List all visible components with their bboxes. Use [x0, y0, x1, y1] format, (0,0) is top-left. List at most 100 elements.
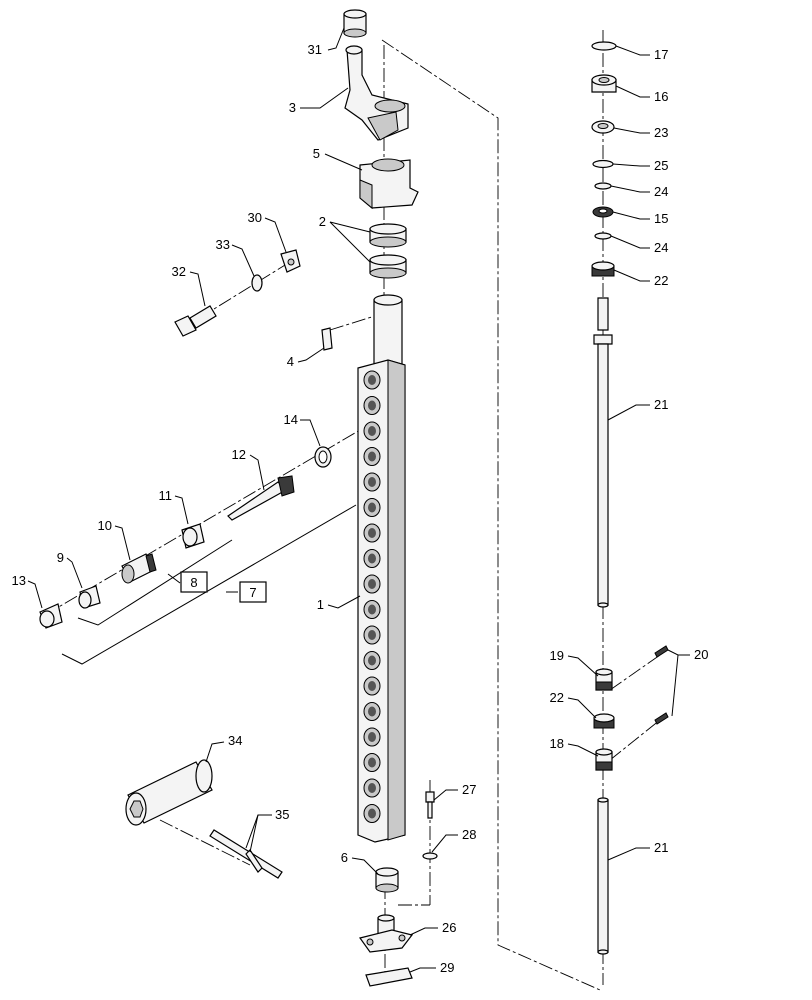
part-22b-bearing — [593, 713, 615, 729]
callout-29: 29 — [440, 960, 454, 975]
callout-21b: 21 — [654, 840, 668, 855]
port-hole-center — [368, 426, 376, 436]
callout-18: 18 — [550, 736, 564, 751]
callout-16: 16 — [654, 89, 668, 104]
manifold-ports — [363, 370, 381, 823]
callout-11: 11 — [159, 488, 173, 503]
callout-13: 13 — [12, 573, 26, 588]
callout-2: 2 — [319, 214, 326, 229]
part-24b-washer — [594, 232, 612, 240]
callout-1: 1 — [317, 597, 324, 612]
callout-24a: 24 — [654, 184, 668, 199]
callout-labels: 31 3 5 2 30 33 32 4 14 12 11 10 9 13 8 7… — [12, 42, 709, 975]
port-hole-center — [368, 477, 376, 487]
part-11-cap — [181, 523, 205, 549]
port-hole-center — [368, 604, 376, 615]
callout-28: 28 — [462, 827, 476, 842]
port-hole-center — [368, 757, 376, 768]
callout-20: 20 — [694, 647, 708, 662]
part-2-rings — [369, 223, 407, 279]
part-35-t-handle — [209, 829, 283, 879]
port-hole-center — [368, 400, 376, 411]
port-hole-center — [368, 451, 376, 462]
part-31-bushing — [343, 9, 367, 38]
part-25-ring — [592, 159, 614, 169]
part-13-cap — [39, 603, 63, 629]
part-29-plate — [365, 967, 413, 987]
part-23-seal — [591, 120, 615, 134]
callout-14: 14 — [284, 412, 298, 427]
part-28-washer — [422, 852, 438, 860]
callout-7: 7 — [249, 585, 256, 600]
callout-23: 23 — [654, 125, 668, 140]
callout-26: 26 — [442, 920, 456, 935]
callout-10: 10 — [98, 518, 112, 533]
callout-25: 25 — [654, 158, 668, 173]
callout-5: 5 — [313, 146, 320, 161]
port-hole-center — [368, 706, 376, 717]
callout-35: 35 — [275, 807, 289, 822]
part-26-flange — [358, 914, 414, 953]
callout-22b: 22 — [550, 690, 564, 705]
part-10-fitting — [121, 553, 157, 584]
callout-27: 27 — [462, 782, 476, 797]
port-hole-center — [368, 808, 376, 819]
callout-33: 33 — [216, 237, 230, 252]
part-33-washer — [251, 274, 263, 292]
part-15-seal — [592, 206, 614, 218]
callout-19: 19 — [550, 648, 564, 663]
port-hole-center — [368, 528, 376, 538]
callout-4: 4 — [287, 354, 294, 369]
part-6-bushing — [375, 867, 399, 893]
callout-12: 12 — [232, 447, 246, 462]
callout-21a: 21 — [654, 397, 668, 412]
port-hole-center — [368, 681, 376, 691]
part-32-bolt — [174, 305, 217, 337]
part-17-snap-ring — [591, 41, 617, 51]
port-hole-center — [368, 579, 376, 589]
leader-lines — [27, 27, 690, 973]
part-27-screw — [425, 791, 435, 819]
callout-8-box — [180, 571, 208, 593]
port-hole-center — [368, 502, 376, 513]
callout-24b: 24 — [654, 240, 668, 255]
port-hole-center — [368, 732, 376, 742]
part-22a-bearing — [591, 261, 615, 277]
part-9-cap — [78, 585, 101, 609]
part-14-oring — [314, 446, 332, 468]
part-1-manifold-column — [357, 294, 406, 843]
callout-7-box — [239, 581, 267, 603]
part-18-coupler — [595, 748, 613, 771]
callout-32: 32 — [172, 264, 186, 279]
callout-22a: 22 — [654, 273, 668, 288]
callout-8: 8 — [190, 575, 197, 590]
callout-9: 9 — [57, 550, 64, 565]
part-20-pins — [654, 645, 669, 725]
part-34-socket — [125, 759, 213, 826]
callout-6: 6 — [341, 850, 348, 865]
part-30-clip — [280, 249, 301, 273]
part-21a-shaft — [593, 297, 613, 608]
part-3-arm — [344, 45, 409, 141]
part-5-block — [359, 158, 419, 210]
callout-17: 17 — [654, 47, 668, 62]
part-24a-washer — [594, 182, 612, 190]
part-4-key — [321, 327, 333, 351]
callout-15: 15 — [654, 211, 668, 226]
callout-31: 31 — [308, 42, 322, 57]
callout-30: 30 — [248, 210, 262, 225]
port-hole-center — [368, 630, 376, 640]
part-19-coupler — [595, 668, 613, 691]
port-hole-center — [368, 553, 376, 564]
part-21b-shaft — [597, 797, 609, 955]
centerlines — [44, 30, 661, 991]
group-brackets — [61, 504, 357, 665]
part-12-nozzle — [227, 475, 295, 521]
port-hole-center — [368, 783, 376, 793]
port-hole-center — [368, 655, 376, 666]
port-hole-center — [368, 375, 376, 385]
callout-3: 3 — [289, 100, 296, 115]
part-16-nut — [591, 74, 617, 93]
callout-34: 34 — [228, 733, 242, 748]
